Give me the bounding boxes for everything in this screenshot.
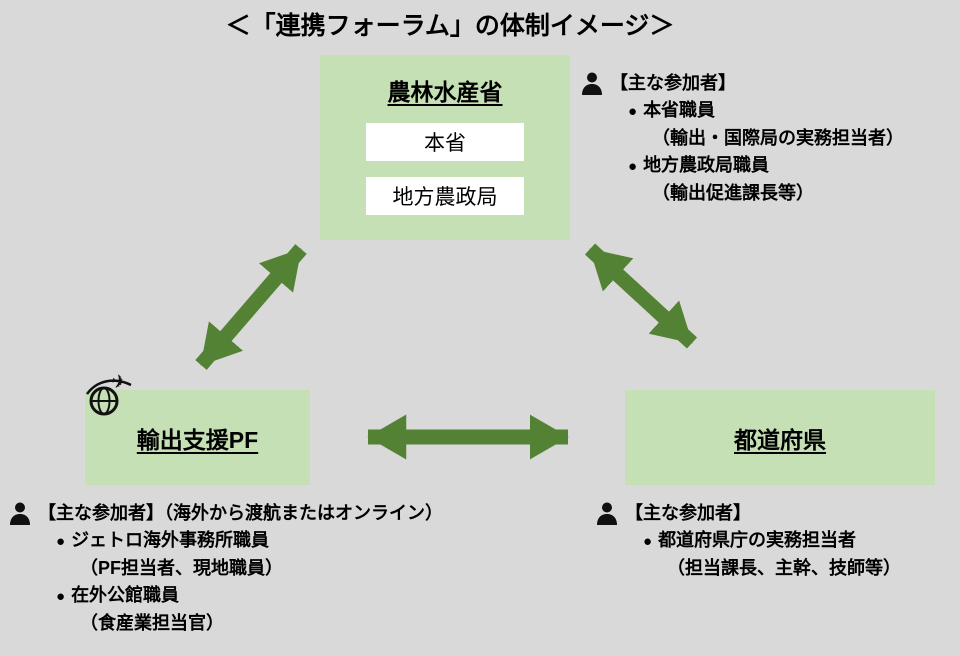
arrow-maff-exportpf bbox=[195, 244, 307, 370]
participants-pref-header: 【主な参加者】 bbox=[625, 503, 751, 523]
person-icon bbox=[8, 501, 32, 525]
node-maff-label: 農林水産省 bbox=[387, 79, 503, 105]
arrow-maff-prefectures bbox=[584, 243, 698, 349]
participant-detail: （PF担当者、現地職員） bbox=[80, 558, 283, 578]
participant-detail: （食産業担当官） bbox=[80, 613, 224, 633]
person-icon bbox=[580, 71, 604, 95]
participants-maff: 【主な参加者】 ● 本省職員 （輸出・国際局の実務担当者） ● 地方農政局職員 （輸… bbox=[580, 70, 955, 207]
list-item: ● 都道府県庁の実務担当者 （担当課長、主幹、技師等） bbox=[643, 527, 955, 582]
person-icon bbox=[595, 501, 619, 525]
participant-label: 本省職員 bbox=[643, 100, 716, 120]
globe-plane-icon: ✈ bbox=[83, 371, 135, 425]
list-item: ● ジェトロ海外事務所職員 （PF担当者、現地職員） bbox=[56, 527, 568, 582]
participant-label: 都道府県庁の実務担当者 bbox=[658, 530, 857, 550]
participant-detail: （担当課長、主幹、技師等） bbox=[667, 558, 901, 578]
node-export-pf: ✈ 輸出支援PF bbox=[85, 371, 310, 485]
participants-maff-header: 【主な参加者】 bbox=[610, 73, 736, 93]
bullet-icon: ● bbox=[56, 533, 66, 550]
participants-pref-header-row: 【主な参加者】 bbox=[595, 500, 955, 527]
participants-export-pf: 【主な参加者】（海外から渡航またはオンライン） ● ジェトロ海外事務所職員 （PF… bbox=[8, 500, 568, 637]
participant-label: ジェトロ海外事務所職員 bbox=[71, 530, 270, 550]
list-item: ● 在外公館職員 （食産業担当官） bbox=[56, 582, 568, 637]
bullet-icon: ● bbox=[643, 533, 653, 550]
participants-export-items: ● ジェトロ海外事務所職員 （PF担当者、現地職員） ● 在外公館職員 （食産業担当… bbox=[8, 527, 568, 637]
node-prefectures-label: 都道府県 bbox=[734, 426, 826, 453]
node-maff-sub-honsho: 本省 bbox=[366, 123, 524, 161]
participants-export-header-row: 【主な参加者】（海外から渡航またはオンライン） bbox=[8, 500, 568, 527]
participant-detail: （輸出・国際局の実務担当者） bbox=[652, 128, 904, 148]
participants-pref-items: ● 都道府県庁の実務担当者 （担当課長、主幹、技師等） bbox=[595, 527, 955, 582]
participants-maff-header-row: 【主な参加者】 bbox=[580, 70, 955, 97]
svg-text:✈: ✈ bbox=[109, 372, 129, 395]
list-item: ● 本省職員 （輸出・国際局の実務担当者） bbox=[628, 97, 955, 152]
list-item: ● 地方農政局職員 （輸出促進課長等） bbox=[628, 152, 955, 207]
participants-maff-items: ● 本省職員 （輸出・国際局の実務担当者） ● 地方農政局職員 （輸出促進課長等） bbox=[580, 97, 955, 207]
node-prefectures: 都道府県 bbox=[625, 390, 935, 485]
diagram-title: ＜「連携フォーラム」の体制イメージ＞ bbox=[225, 12, 675, 40]
participants-export-header: 【主な参加者】（海外から渡航またはオンライン） bbox=[38, 503, 443, 523]
participant-label: 地方農政局職員 bbox=[643, 155, 770, 175]
participants-prefectures: 【主な参加者】 ● 都道府県庁の実務担当者 （担当課長、主幹、技師等） bbox=[595, 500, 955, 582]
bullet-icon: ● bbox=[628, 158, 638, 175]
node-export-pf-label: 輸出支援PF bbox=[136, 426, 259, 453]
node-maff: 農林水産省 本省 地方農政局 bbox=[320, 55, 570, 240]
bullet-icon: ● bbox=[628, 103, 638, 120]
node-maff-sub-chihou: 地方農政局 bbox=[366, 177, 524, 215]
participant-label: 在外公館職員 bbox=[71, 585, 180, 605]
participant-detail: （輸出促進課長等） bbox=[652, 183, 814, 203]
bullet-icon: ● bbox=[56, 588, 66, 605]
